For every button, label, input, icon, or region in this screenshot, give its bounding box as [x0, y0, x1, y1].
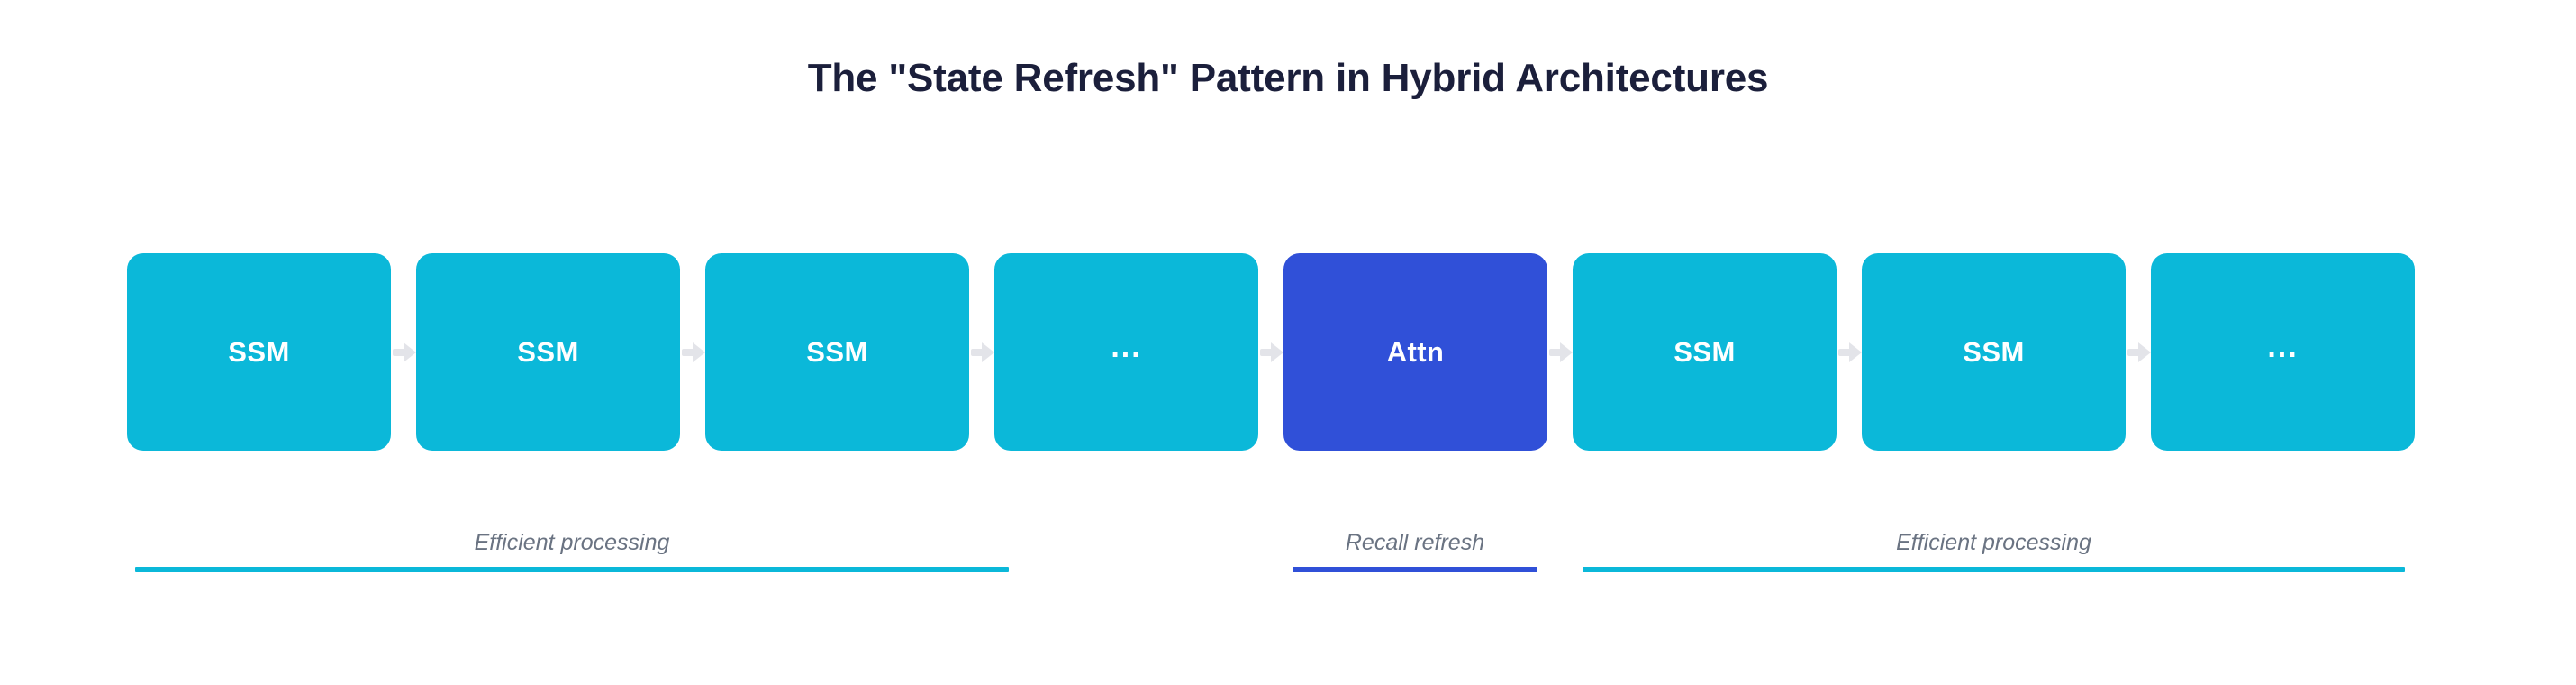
arrow-head — [982, 342, 994, 362]
arrow-head — [693, 342, 705, 362]
phase-annotation-efficient-left: Efficient processing — [135, 530, 1009, 584]
arrow-head — [2138, 342, 2151, 362]
block-sequence: SSM SSM SSM — [127, 253, 2415, 451]
phase-underline-bar — [135, 567, 1009, 572]
block-label: SSM — [1963, 335, 2025, 368]
block-slot-7: SSM — [1862, 253, 2151, 451]
phase-underline-bar — [1583, 567, 2405, 572]
arrow-shaft — [682, 348, 698, 356]
phase-label: Efficient processing — [474, 530, 670, 555]
block-label: ... — [1111, 330, 1142, 364]
block-label: SSM — [517, 335, 579, 368]
block-slot-2: SSM — [416, 253, 705, 451]
block-label: SSM — [806, 335, 868, 368]
block-attention[interactable]: Attn — [1283, 253, 1547, 451]
block-label: Attn — [1386, 335, 1445, 368]
phase-label: Efficient processing — [1896, 530, 2091, 555]
arrow-icon-1 — [391, 253, 416, 451]
arrow-icon-2 — [680, 253, 705, 451]
phase-label: Recall refresh — [1345, 530, 1485, 555]
block-ssm-1[interactable]: SSM — [127, 253, 391, 451]
block-label: ... — [2267, 330, 2299, 364]
arrow-head — [404, 342, 416, 362]
arrow-shaft — [2127, 348, 2144, 356]
block-label: SSM — [1673, 335, 1736, 368]
arrow-icon-4 — [1258, 253, 1283, 451]
block-label: SSM — [228, 335, 290, 368]
phase-annotation-recall-refresh: Recall refresh — [1293, 530, 1537, 584]
block-ssm-2[interactable]: SSM — [416, 253, 680, 451]
phase-underline-bar — [1293, 567, 1537, 572]
arrow-head — [1560, 342, 1573, 362]
arrow-icon-7 — [2126, 253, 2151, 451]
block-ssm-3[interactable]: SSM — [705, 253, 969, 451]
block-slot-4: ... — [994, 253, 1283, 451]
arrow-head — [1849, 342, 1862, 362]
block-ssm-5[interactable]: SSM — [1862, 253, 2126, 451]
block-ellipsis-2[interactable]: ... — [2151, 253, 2415, 451]
arrow-shaft — [393, 348, 409, 356]
block-ssm-4[interactable]: SSM — [1573, 253, 1837, 451]
block-slot-3: SSM — [705, 253, 994, 451]
block-slot-1: SSM — [127, 253, 416, 451]
phase-annotation-efficient-right: Efficient processing — [1583, 530, 2405, 584]
block-ellipsis-1[interactable]: ... — [994, 253, 1258, 451]
arrow-icon-5 — [1547, 253, 1573, 451]
block-slot-5: Attn — [1283, 253, 1573, 451]
arrow-shaft — [1549, 348, 1565, 356]
arrow-shaft — [971, 348, 987, 356]
block-slot-8: ... — [2151, 253, 2415, 451]
arrow-head — [1271, 342, 1283, 362]
arrow-shaft — [1260, 348, 1276, 356]
arrow-shaft — [1838, 348, 1855, 356]
page-title: The "State Refresh" Pattern in Hybrid Ar… — [807, 56, 1769, 100]
block-slot-6: SSM — [1573, 253, 1862, 451]
arrow-icon-6 — [1837, 253, 1862, 451]
arrow-icon-3 — [969, 253, 994, 451]
